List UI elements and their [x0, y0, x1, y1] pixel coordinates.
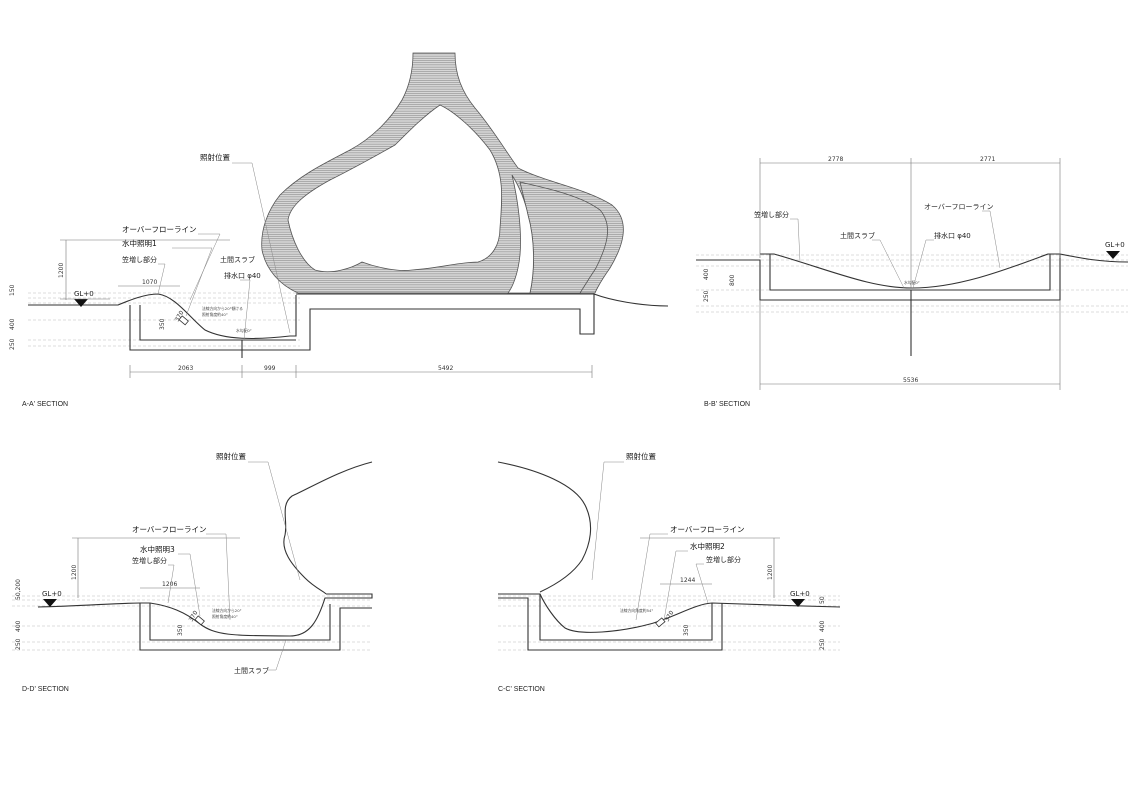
- cc-ground-line: [498, 593, 841, 633]
- bb-label-overflow: オーバーフローライン: [924, 203, 994, 211]
- bb-ground-strata: [696, 254, 1128, 313]
- aa-label-light: 水中照明1: [122, 238, 157, 248]
- aa-gl-marker: [74, 299, 88, 307]
- bb-label-raised: 笠増し部分: [754, 210, 789, 219]
- cc-pool-inner: [539, 594, 713, 641]
- cc-gl-label: GL+0: [790, 590, 810, 598]
- aa-label-irradiation: 照射位置: [200, 152, 230, 162]
- section-cc: GL+0 1200 1244 50 400 250 370 350 照射位置 オ…: [497, 451, 841, 693]
- aa-note-angle-1: 法線方向から20°傾ける: [202, 306, 243, 311]
- bb-dim-400: 400: [703, 268, 710, 280]
- aa-label-raised: 笠増し部分: [122, 255, 157, 264]
- aa-note-angle-2: 照射角度約40°: [202, 312, 228, 317]
- aa-label-drain: 排水口 φ40: [224, 271, 261, 280]
- dd-label-raised: 笠増し部分: [132, 556, 167, 565]
- dd-gl-marker: [43, 599, 57, 607]
- dd-dim-350: 350: [177, 624, 184, 636]
- aa-pool-wall: [129, 293, 669, 351]
- aa-sculpture-void-right: [507, 174, 534, 294]
- cc-pool-wall: [498, 597, 723, 651]
- cc-dim-370: 370: [664, 609, 676, 623]
- bb-basin-curve: [760, 253, 1060, 289]
- section-bb: GL+0 2778 2771 5536 400 250 800 笠増し部分 土間…: [696, 156, 1129, 408]
- cc-label-light: 水中照明2: [690, 541, 725, 551]
- dd-dim-250: 250: [15, 638, 22, 650]
- bb-note-slope: 水勾配0°: [904, 280, 920, 285]
- cc-dim-50: 50: [819, 596, 826, 604]
- cc-gl-marker: [791, 599, 805, 607]
- cc-dim-250: 250: [819, 638, 826, 650]
- aa-dim-370: 370: [174, 309, 186, 323]
- cc-label-irradiation: 照射位置: [626, 451, 656, 461]
- cc-dim-400: 400: [819, 620, 826, 632]
- bb-section-title: B-B' SECTION: [704, 401, 750, 408]
- dd-pool-wall: [139, 603, 372, 651]
- cc-dim-1200: 1200: [767, 565, 774, 580]
- bb-ground-line: [696, 253, 1129, 301]
- aa-label-slab: 土間スラブ: [220, 255, 255, 264]
- bb-pool-inner: [769, 254, 1051, 291]
- dd-pool-inner: [149, 603, 331, 641]
- cc-dim-350: 350: [683, 624, 690, 636]
- dd-section-title: D-D' SECTION: [22, 686, 69, 693]
- bb-gl-label: GL+0: [1105, 241, 1125, 249]
- cc-underwater-light-2: [655, 617, 666, 628]
- aa-ground-line: [28, 293, 297, 340]
- aa-dim-400: 400: [9, 318, 16, 330]
- aa-dim-1200: 1200: [58, 263, 65, 278]
- dd-label-irradiation: 照射位置: [216, 451, 246, 461]
- aa-underwater-light-1: [178, 315, 189, 326]
- cc-note-angle: 法線方向角度約54°: [620, 608, 653, 613]
- cc-sculpture-outline: [497, 461, 592, 593]
- dd-dim-400: 400: [15, 620, 22, 632]
- cc-section-title: C-C' SECTION: [498, 686, 545, 693]
- aa-dim-1070: 1070: [142, 279, 157, 286]
- dd-dim-1206: 1206: [162, 581, 177, 588]
- bb-dim-5536: 5536: [903, 377, 918, 384]
- bb-gl-marker: [1106, 251, 1120, 259]
- dd-gl-label: GL+0: [42, 590, 62, 598]
- aa-dim-350: 350: [159, 318, 166, 330]
- dd-dim-370: 370: [188, 609, 200, 623]
- aa-label-overflow: オーバーフローライン: [122, 225, 196, 234]
- dd-label-slab: 土間スラブ: [234, 666, 269, 675]
- bb-label-drain: 排水口 φ40: [934, 231, 971, 240]
- dd-label-overflow: オーバーフローライン: [132, 525, 206, 534]
- aa-section-title: A-A' SECTION: [22, 401, 68, 408]
- bb-dim-800: 800: [729, 274, 736, 286]
- cc-label-overflow: オーバーフローライン: [670, 525, 744, 534]
- section-aa: GL+0 1200 1070 2063 999 5492 150 400 250…: [9, 52, 669, 408]
- bb-dim-250: 250: [703, 290, 710, 302]
- dd-dim-50: 50,200: [15, 579, 22, 600]
- bb-dim-2778: 2778: [828, 156, 843, 163]
- dd-underwater-light-3: [194, 615, 205, 626]
- dd-note-angle-1: 法線方向から20°: [212, 608, 242, 613]
- dd-note-angle-2: 照射角度約40°: [212, 614, 238, 619]
- aa-note-slope: 水勾配0°: [236, 328, 252, 333]
- aa-gl-label: GL+0: [74, 290, 94, 298]
- dd-dim-1200: 1200: [71, 565, 78, 580]
- aa-dim-2063: 2063: [178, 365, 193, 372]
- aa-dim-5492: 5492: [438, 365, 453, 372]
- aa-dim-250: 250: [9, 338, 16, 350]
- section-dd: GL+0 1200 1206 50,200 400 250 350 370 照射…: [12, 451, 373, 693]
- bb-dim-2771: 2771: [980, 156, 995, 163]
- aa-dim-999: 999: [264, 365, 276, 372]
- cc-dim-1244: 1244: [680, 577, 695, 584]
- dd-label-light: 水中照明3: [140, 544, 175, 554]
- cc-label-raised: 笠増し部分: [706, 555, 741, 564]
- dd-sculpture-outline: [283, 461, 373, 595]
- bb-label-slab: 土間スラブ: [840, 231, 875, 240]
- aa-dim-150: 150: [9, 284, 16, 296]
